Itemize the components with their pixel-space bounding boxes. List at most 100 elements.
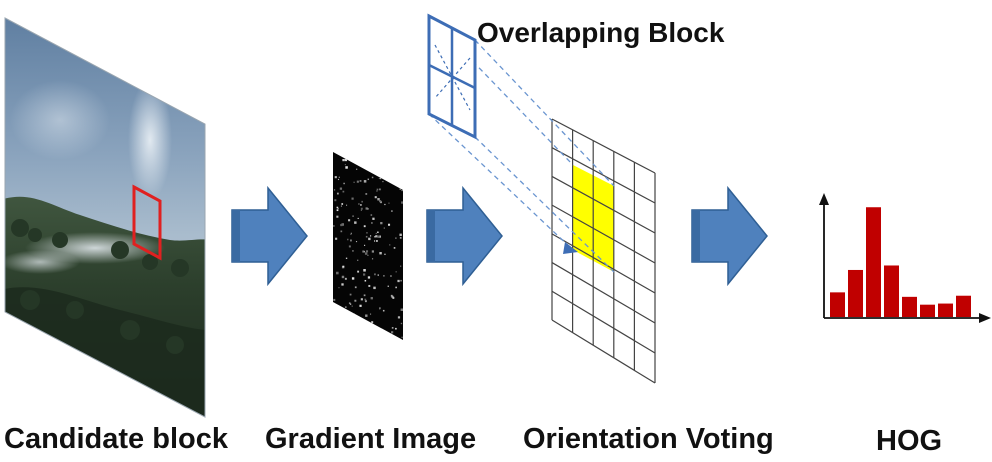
gradient-speck <box>388 223 391 226</box>
gradient-speck <box>391 295 394 298</box>
gradient-speck <box>364 252 368 255</box>
overlapping-block-label: Overlapping Block <box>477 17 725 48</box>
gradient-speck <box>356 168 358 170</box>
gradient-speck <box>368 237 371 241</box>
gradient-speck <box>372 217 375 220</box>
gradient-speck <box>377 231 379 234</box>
gradient-speck <box>364 300 367 303</box>
gradient-speck <box>354 221 357 224</box>
gradient-speck <box>340 230 343 233</box>
gradient-speck <box>359 180 362 182</box>
gradient-speck <box>376 190 378 192</box>
hog-bar <box>866 207 881 317</box>
gradient-speck <box>360 209 362 211</box>
gradient-speck <box>338 287 340 289</box>
gradient-speck <box>393 247 396 249</box>
gradient-speck <box>358 203 360 205</box>
gradient-speck <box>352 215 354 217</box>
gradient-speck <box>357 217 359 220</box>
grid-line-horizontal <box>551 319 656 384</box>
gradient-speck <box>383 275 385 277</box>
gradient-speck <box>383 227 385 229</box>
gradient-speck <box>338 176 340 178</box>
gradient-speck <box>401 336 403 339</box>
gradient-image <box>333 152 403 340</box>
gradient-speck <box>384 253 386 256</box>
hog-bar <box>938 303 953 317</box>
orientation-grid <box>551 118 656 384</box>
gradient-speck <box>370 214 373 216</box>
gradient-speck <box>363 294 366 297</box>
gradient-speck <box>375 232 377 234</box>
gradient-speck <box>349 239 352 242</box>
gradient-speck <box>337 207 339 210</box>
gradient-speck <box>349 303 352 305</box>
hog-bar <box>830 292 845 317</box>
x-axis-arrow-icon <box>979 313 991 323</box>
grid-line-horizontal <box>551 175 656 234</box>
gradient-speck <box>360 207 363 210</box>
gradient-speck <box>350 232 352 234</box>
gradient-speck <box>371 176 374 179</box>
gradient-speck <box>399 237 402 239</box>
gradient-speck <box>367 276 371 279</box>
gradient-speck <box>353 312 355 314</box>
flow-arrow-icon <box>426 185 503 287</box>
gradient-speck <box>401 189 403 192</box>
gradient-speck <box>371 321 374 324</box>
gradient-speck <box>342 158 345 162</box>
gradient-speck <box>389 244 391 246</box>
gradient-speck <box>395 286 397 289</box>
grid-line-horizontal <box>551 118 656 174</box>
gradient-speck <box>336 215 339 218</box>
gradient-speck <box>340 205 343 207</box>
gradient-speck <box>366 232 368 234</box>
gradient-speck <box>363 180 367 183</box>
gradient-speck <box>354 286 357 289</box>
flow-arrow-icon <box>691 185 768 287</box>
gradient-speck <box>351 197 354 200</box>
gradient-speck <box>365 314 368 317</box>
gradient-speck <box>397 316 401 319</box>
gradient-speck <box>378 235 381 238</box>
gradient-speck <box>368 284 371 287</box>
gradient-image-label: Gradient Image <box>265 423 477 455</box>
gradient-speck <box>365 250 369 253</box>
gradient-speck <box>341 283 344 286</box>
gradient-speck <box>377 197 380 201</box>
gradient-speck <box>335 237 338 240</box>
gradient-speck <box>364 298 367 301</box>
candidate-photo <box>4 17 206 418</box>
gradient-speck <box>353 181 355 183</box>
grid-line-horizontal <box>551 204 656 264</box>
gradient-speck <box>371 258 374 260</box>
gradient-speck <box>369 235 372 237</box>
gradient-speck <box>361 200 363 203</box>
gradient-speck <box>357 270 360 273</box>
hog-bar <box>848 269 863 317</box>
gradient-speck <box>345 257 348 259</box>
gradient-speck <box>379 308 381 310</box>
gradient-speck <box>395 327 397 330</box>
gradient-speck <box>382 180 384 183</box>
gradient-speck <box>342 190 345 193</box>
gradient-speck <box>391 210 393 212</box>
hog-label: HOG <box>876 425 943 457</box>
gradient-speck <box>374 240 376 242</box>
gradient-speck <box>351 277 355 280</box>
gradient-speck <box>334 199 337 202</box>
gradient-speck <box>351 305 353 307</box>
gradient-speck <box>363 225 366 228</box>
gradient-speck <box>370 297 373 300</box>
gradient-speck <box>341 223 344 226</box>
gradient-speck <box>388 202 390 204</box>
gradient-speck <box>384 203 386 206</box>
gradient-speck <box>379 200 382 203</box>
hog-bars <box>830 207 971 317</box>
gradient-speck <box>400 265 402 267</box>
gradient-speck <box>343 182 345 185</box>
grid-line-horizontal <box>551 290 656 354</box>
gradient-speck <box>336 192 339 195</box>
gradient-speck <box>367 178 370 181</box>
gradient-speck <box>344 306 347 309</box>
